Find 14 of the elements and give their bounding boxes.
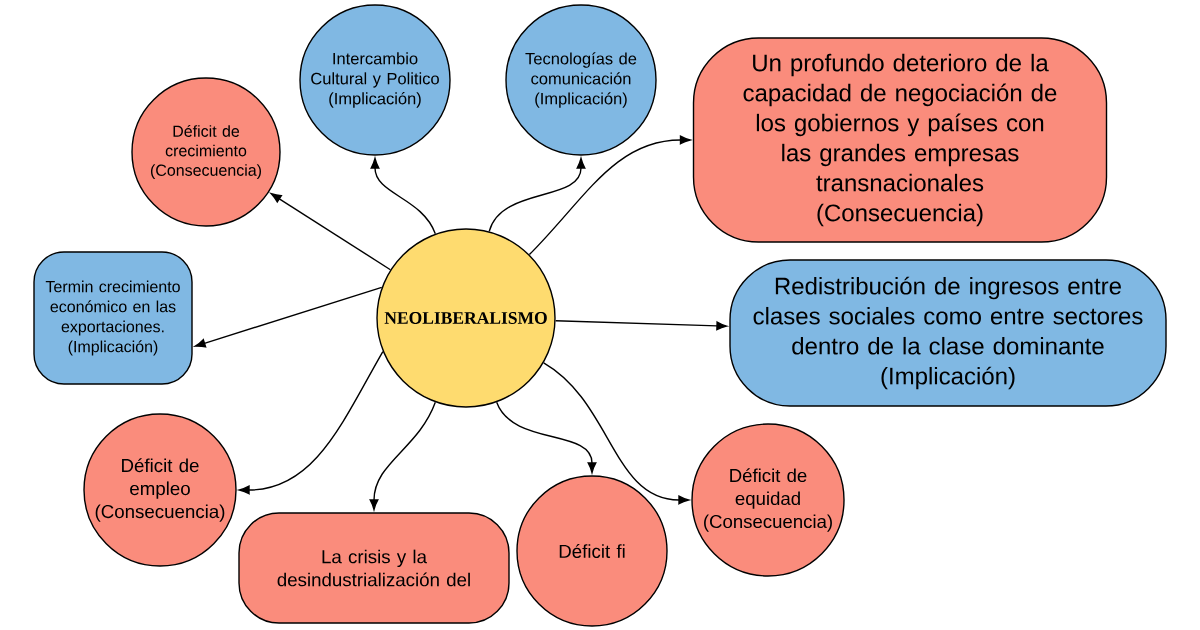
- arrow: [370, 157, 437, 235]
- arrow: [528, 135, 691, 256]
- arrow: [238, 350, 384, 495]
- arrow: [194, 286, 383, 348]
- arrow: [496, 401, 597, 474]
- arrow: [369, 401, 437, 511]
- arrow: [270, 193, 392, 271]
- rounded-box: La crisis y la desindustrialización del: [238, 512, 510, 624]
- rounded-box: Redistribución de ingresos entre clases sociales como entre sectores dentro de la clase dominante (Implicación): [729, 259, 1167, 407]
- rounded-box: Un profundo deterioro de la capacidad de negociación de los gobiernos y países con las grandes empresas transnacionales (Consecuencia): [692, 37, 1108, 243]
- arrow: [543, 362, 690, 505]
- arrow: [488, 157, 586, 233]
- arrow: [554, 320, 728, 331]
- rounded-box: Termin crecimiento económico en las exportaciones. (Implicación): [33, 251, 193, 385]
